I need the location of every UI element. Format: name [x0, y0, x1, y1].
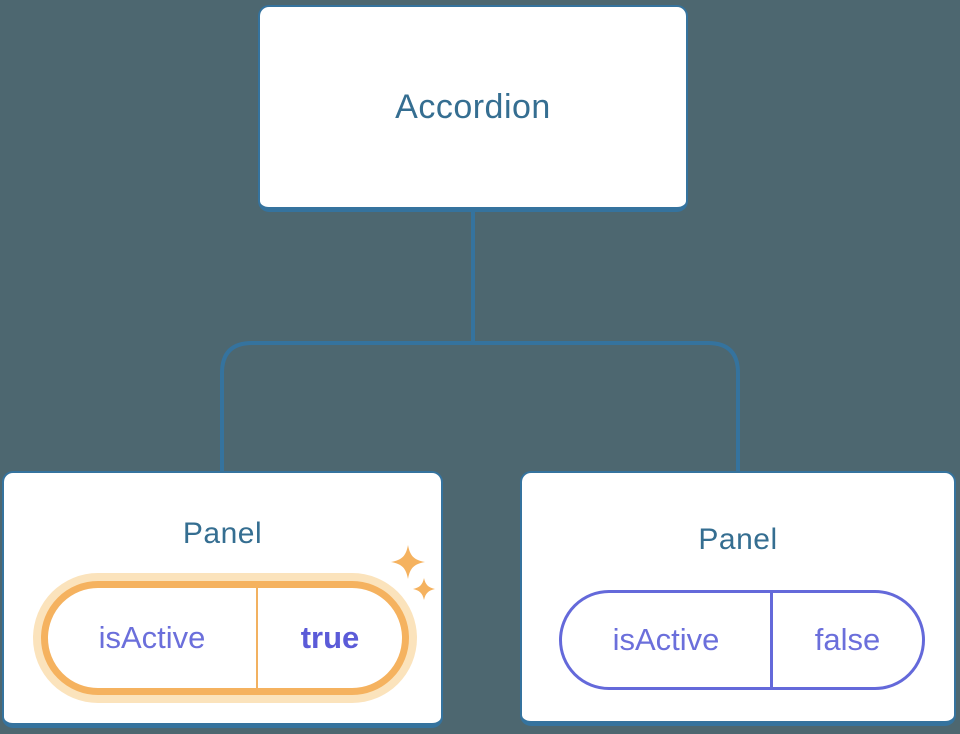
- state-value-cell: true: [256, 588, 402, 688]
- panel-node-inactive: Panel isActive false: [520, 471, 956, 726]
- panel-title: Panel: [182, 517, 263, 550]
- state-pill-inactive: isActive false: [559, 590, 925, 690]
- state-pill-active: isActive true: [41, 581, 409, 695]
- sparkle-small: [413, 578, 435, 600]
- sparkle-icon: [391, 545, 435, 600]
- connector-branch: [220, 341, 740, 473]
- state-value-label: false: [814, 622, 881, 657]
- panel-node-active: Panel isActive true: [2, 471, 443, 728]
- state-value-cell: false: [770, 593, 922, 687]
- accordion-node: Accordion: [258, 5, 688, 212]
- state-key-label: isActive: [612, 622, 720, 657]
- sparkle-large: [391, 545, 425, 579]
- panel-title: Panel: [698, 523, 778, 556]
- state-key-cell: isActive: [562, 593, 770, 687]
- state-value-label: true: [300, 620, 360, 655]
- state-key-label: isActive: [98, 620, 206, 655]
- accordion-node-label: Accordion: [395, 87, 551, 126]
- state-key-cell: isActive: [48, 588, 256, 688]
